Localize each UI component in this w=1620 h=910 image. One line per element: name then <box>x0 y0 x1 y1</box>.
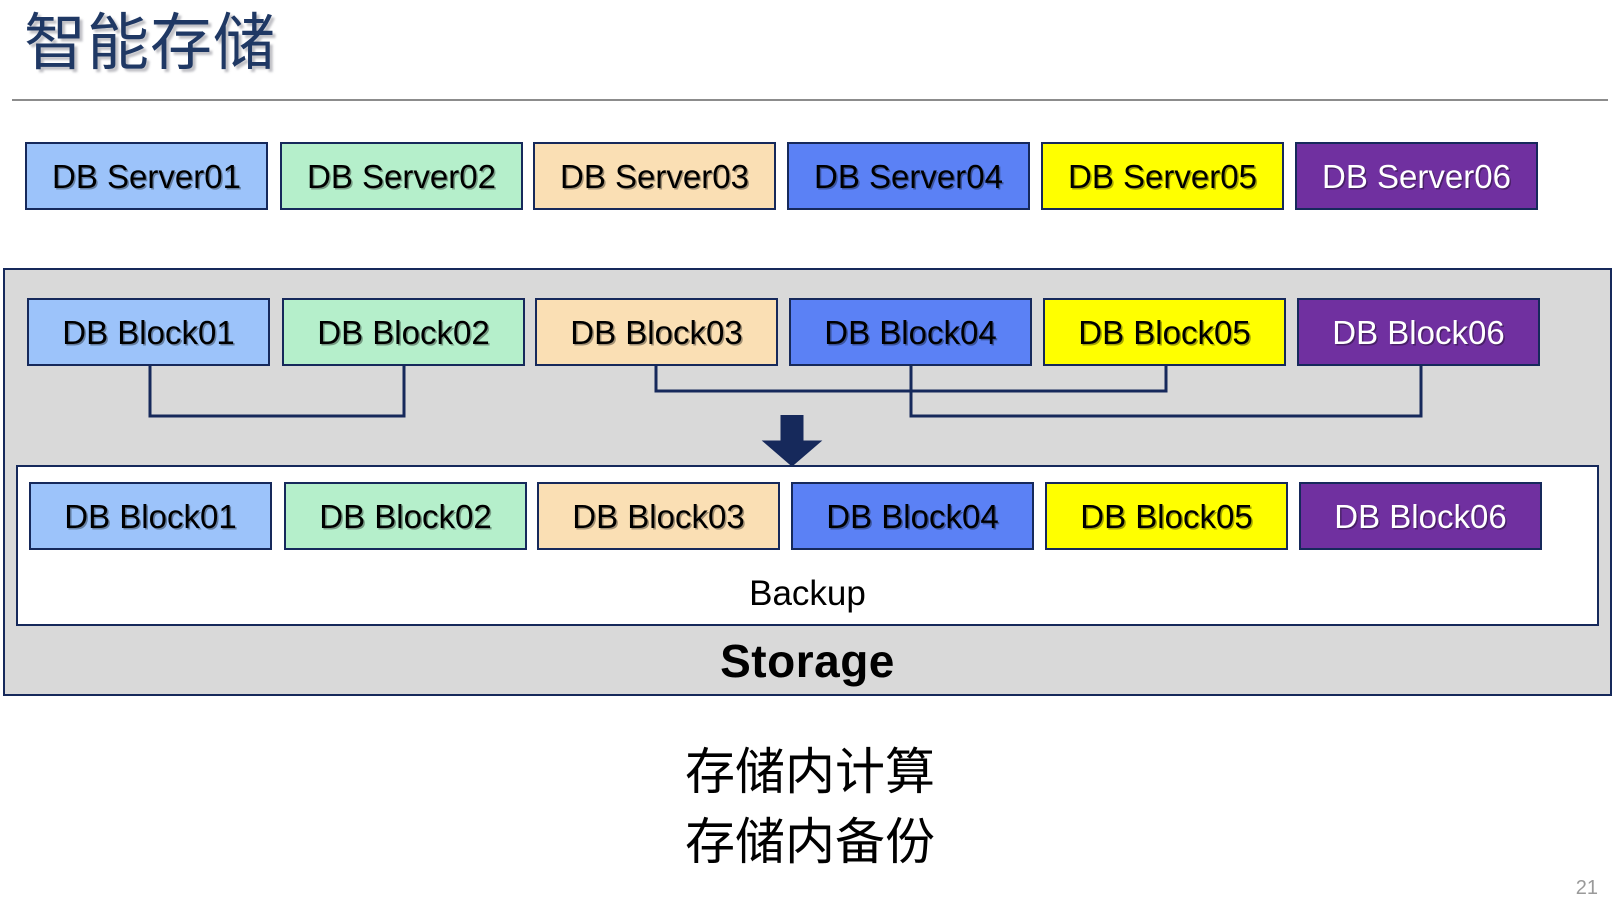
backup-db-block-box-4: DB Block04 <box>791 482 1034 550</box>
db-server-box-5: DB Server05 <box>1041 142 1284 210</box>
page-number: 21 <box>1575 877 1598 899</box>
caption-in-storage-compute: 存储内计算 <box>685 744 935 800</box>
db-block-box-4: DB Block04 <box>789 298 1032 366</box>
title-divider <box>12 99 1608 101</box>
backup-db-block-box-2: DB Block02 <box>284 482 527 550</box>
backup-db-block-box-3: DB Block03 <box>537 482 780 550</box>
db-block-box-2: DB Block02 <box>282 298 525 366</box>
page-title: 智能存储 <box>24 9 277 78</box>
caption-in-storage-backup: 存储内备份 <box>685 814 935 870</box>
db-server-box-1: DB Server01 <box>25 142 268 210</box>
db-server-box-3: DB Server03 <box>533 142 776 210</box>
backup-db-block-box-1: DB Block01 <box>29 482 272 550</box>
down-arrow-icon <box>761 415 823 467</box>
db-server-box-2: DB Server02 <box>280 142 523 210</box>
db-server-box-6: DB Server06 <box>1295 142 1538 210</box>
backup-db-block-box-5: DB Block05 <box>1045 482 1288 550</box>
backup-label: Backup <box>749 574 866 613</box>
db-server-box-4: DB Server04 <box>787 142 1030 210</box>
db-block-box-3: DB Block03 <box>535 298 778 366</box>
db-block-box-6: DB Block06 <box>1297 298 1540 366</box>
storage-label: Storage <box>720 635 895 687</box>
backup-db-block-box-6: DB Block06 <box>1299 482 1542 550</box>
db-block-box-1: DB Block01 <box>27 298 270 366</box>
db-block-box-5: DB Block05 <box>1043 298 1286 366</box>
